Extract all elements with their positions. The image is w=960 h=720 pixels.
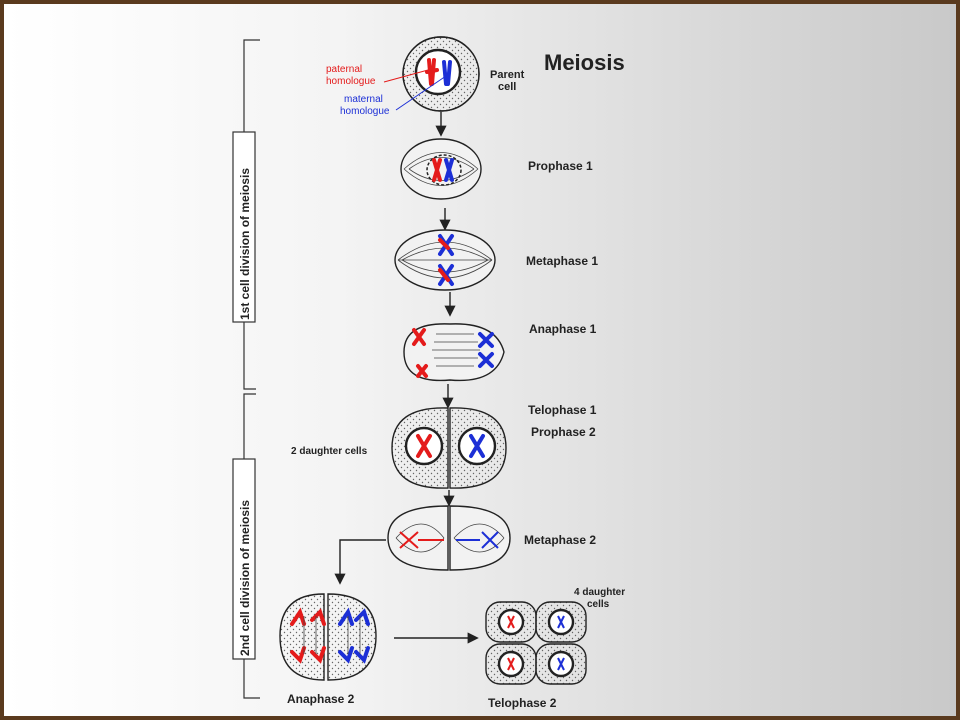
- four-daughter-cells-label-1: 4 daughter: [574, 587, 625, 598]
- stage-prophase2: Prophase 2: [531, 425, 596, 439]
- first-division-label: 1st cell division of meiosis: [238, 168, 252, 320]
- metaphase2-cells: [387, 505, 511, 571]
- diagram-title: Meiosis: [544, 50, 625, 75]
- stage-metaphase2: Metaphase 2: [524, 533, 596, 547]
- stage-anaphase2: Anaphase 2: [287, 692, 355, 706]
- maternal-pointer: [395, 75, 447, 111]
- maternal-label-1: maternal: [344, 94, 383, 105]
- four-daughter-cells-label-2: cells: [587, 599, 610, 610]
- parent-cell-label-2: cell: [498, 81, 516, 93]
- paternal-pointer: [383, 69, 429, 83]
- telophase1-cells: [391, 407, 507, 489]
- parent-cell-label-1: Parent: [490, 69, 525, 81]
- stage-telophase1: Telophase 1: [528, 403, 597, 417]
- paternal-label-1: paternal: [326, 64, 362, 75]
- two-daughter-cells-label: 2 daughter cells: [291, 446, 368, 457]
- stage-telophase2: Telophase 2: [488, 696, 557, 710]
- metaphase1-cell: [394, 229, 496, 291]
- paternal-label-2: homologue: [326, 76, 376, 87]
- stage-anaphase1: Anaphase 1: [529, 322, 597, 336]
- stage-prophase1: Prophase 1: [528, 159, 593, 173]
- arrow-6: [334, 539, 386, 585]
- prophase1-cell: [400, 138, 482, 200]
- meiosis-diagram: Meiosis 1st cell division of meiosis 2nd…: [232, 36, 625, 710]
- telophase2-cells: [485, 601, 587, 685]
- anaphase1-cell: [403, 323, 505, 382]
- anaphase2-cells: [279, 593, 377, 681]
- slide: Meiosis 1st cell division of meiosis 2nd…: [4, 4, 956, 716]
- second-division-bracket: 2nd cell division of meiosis: [232, 393, 260, 699]
- maternal-label-2: homologue: [340, 106, 390, 117]
- second-division-label: 2nd cell division of meiosis: [238, 500, 252, 656]
- first-division-bracket: 1st cell division of meiosis: [232, 39, 260, 390]
- stage-metaphase1: Metaphase 1: [526, 254, 598, 268]
